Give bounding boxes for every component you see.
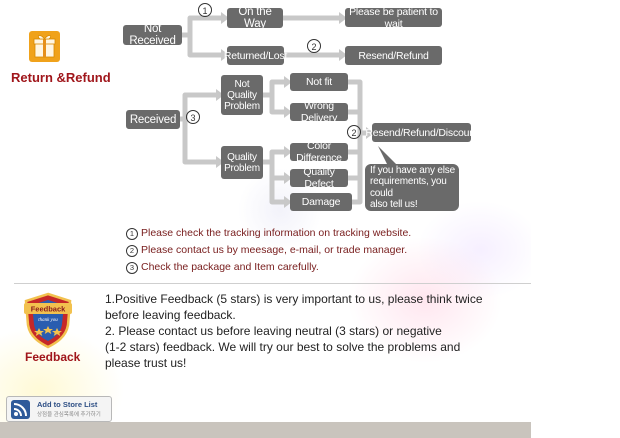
note-3-number: 3 — [126, 262, 138, 274]
received-box: Received — [126, 110, 180, 129]
connector-received-lower — [182, 119, 217, 165]
arrow-head — [366, 127, 374, 139]
wrong-delivery-box: Wrong Delivery — [290, 100, 348, 124]
note-2-text: Please contact us by meesage, e-mail, or… — [141, 244, 408, 256]
connector-not-received — [182, 15, 222, 38]
rss-icon — [11, 400, 30, 419]
connector-quality-lower — [269, 178, 285, 205]
return-refund-title: Return &Refund — [11, 70, 111, 85]
feedback-line-5: please trust us! — [105, 356, 187, 370]
arrow-head — [339, 12, 347, 24]
arrow-head — [284, 172, 292, 184]
resend-refund-discount-box: Resend/Refund/Discount — [365, 123, 478, 142]
feedback-line-1: 1.Positive Feedback (5 stars) is very im… — [105, 292, 483, 306]
arrow-head — [339, 49, 347, 61]
arrow-head — [284, 106, 292, 118]
arrow-head — [284, 146, 292, 158]
connector-damage — [352, 178, 363, 205]
step-2-marker-secondary: 2 — [347, 125, 361, 139]
arrow-head — [284, 196, 292, 208]
feedback-badge-icon: Feedback thank you — [24, 292, 72, 349]
right-margin — [531, 0, 620, 438]
bottom-bar — [0, 422, 531, 438]
requirements-line-3: also tell us! — [370, 199, 418, 210]
arrow-head — [221, 12, 229, 24]
note-1-number: 1 — [126, 228, 138, 240]
connector-quality-mid — [269, 162, 285, 181]
feedback-title: Feedback — [25, 350, 81, 364]
not-fit-box: Not fit — [290, 73, 348, 91]
store-button-sublabel: 상점을 관심목록에 추가하기 — [37, 412, 101, 418]
not-received-box: Not Received — [123, 23, 182, 47]
returned-lost-box: Returned/Lost — [224, 46, 287, 65]
feedback-line-2: before leaving feedback. — [105, 308, 236, 322]
feedback-line-4: (1-2 stars) feedback. We will try our be… — [105, 340, 461, 354]
arrow-head — [221, 49, 229, 61]
not-quality-problem-box: Not Quality Problem — [221, 75, 263, 115]
arrow-head — [216, 89, 224, 101]
note-3-text: Check the package and Item carefully. — [141, 261, 319, 273]
badge-subtext: thank you — [38, 318, 58, 323]
connector-not-quality — [263, 79, 285, 98]
quality-problem-box: Quality Problem — [221, 146, 263, 179]
damage-box: Damage — [290, 193, 352, 211]
feedback-line-3: 2. Please contact us before leaving neut… — [105, 324, 442, 338]
connector-not-quality-lower — [269, 95, 285, 115]
requirements-line-1: If you have any else — [370, 164, 455, 176]
quality-line-1: Quality — [227, 151, 257, 163]
on-the-way-box: On the Way — [227, 6, 283, 30]
add-to-store-list-button[interactable]: Add to Store List 상점을 관심목록에 추가하기 — [6, 396, 112, 422]
requirements-bubble: If you have any else requirements, you c… — [365, 164, 459, 211]
note-1-text: Please check the tracking information on… — [141, 227, 412, 239]
badge-text: Feedback — [31, 305, 66, 314]
step-3-marker: 3 — [186, 110, 200, 124]
quality-line-2: Problem — [224, 162, 260, 174]
quality-defect-box: Quality Defect — [290, 166, 348, 190]
section-divider — [14, 283, 531, 284]
step-2-marker: 2 — [307, 39, 321, 53]
resend-refund-box: Resend/Refund — [345, 46, 442, 65]
color-difference-box: Color Difference — [290, 140, 348, 164]
gift-box-icon — [29, 31, 60, 62]
note-2-number: 2 — [126, 245, 138, 257]
connector-not-fit — [348, 79, 363, 133]
step-1-marker: 1 — [198, 3, 212, 17]
not-quality-line-1: Not — [234, 78, 250, 90]
connector-not-received-lower — [187, 35, 222, 58]
be-patient-box: Please be patient to wait — [345, 6, 442, 30]
store-button-label: Add to Store List — [37, 400, 98, 409]
speech-bubble-tail — [378, 146, 398, 166]
not-quality-line-3: Problem — [224, 100, 260, 112]
arrow-head — [284, 76, 292, 88]
arrow-head — [216, 156, 224, 168]
not-quality-line-2: Quality — [227, 89, 257, 101]
connector-quality — [263, 149, 285, 165]
requirements-line-2: requirements, you could — [370, 176, 447, 199]
